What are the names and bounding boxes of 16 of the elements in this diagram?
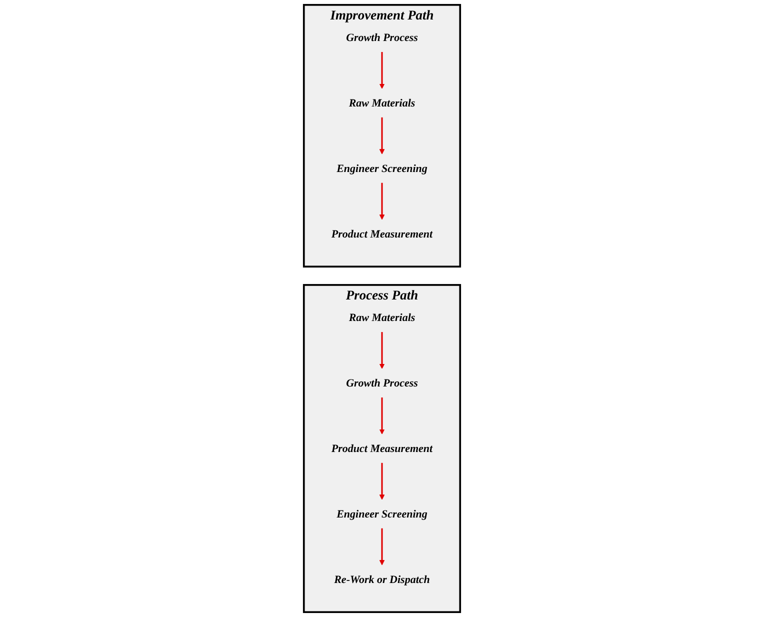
node-text: Engineer Screening: [336, 162, 428, 174]
node-text: Re-Work or Dispatch: [334, 572, 430, 586]
node-text: Growth Process: [346, 376, 418, 389]
arrow: [379, 52, 385, 89]
node-text: Raw Materials: [348, 311, 416, 324]
arrow: [379, 117, 385, 154]
node-text: Product Measurement: [331, 227, 433, 240]
arrow: [379, 332, 385, 369]
arrow: [379, 528, 385, 566]
node-text: Product Measurement: [331, 442, 433, 454]
node-text: Engineer Screening: [336, 508, 428, 520]
arrow: [379, 182, 385, 220]
arrow: [379, 462, 385, 500]
node-text: Raw Materials: [348, 96, 416, 109]
node-text: Growth Process: [346, 31, 418, 44]
arrow: [379, 397, 385, 434]
